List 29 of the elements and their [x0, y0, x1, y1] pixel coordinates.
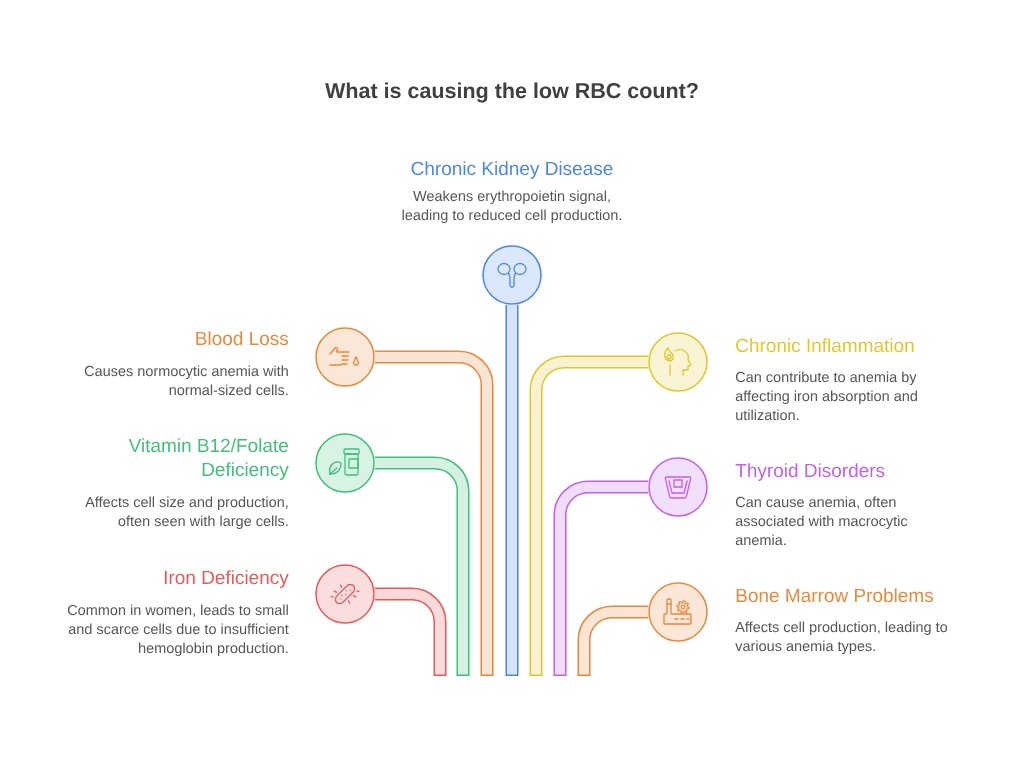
- cause-description: Weakens erythropoietin signal, leading to reduced cell production.: [402, 190, 622, 223]
- tube: [374, 456, 470, 676]
- cause-heading: Bone Marrow Problems: [736, 588, 933, 603]
- cause-heading: Chronic Kidney Disease: [411, 161, 613, 179]
- icon-circle: [648, 457, 708, 517]
- tube: [374, 350, 494, 676]
- cause-heading: Vitamin B12/Folate Deficiency: [128, 438, 289, 480]
- icon-circle: [315, 433, 375, 493]
- icon-circle: [648, 582, 708, 642]
- tube: [505, 304, 519, 676]
- cause-heading: Chronic Inflammation: [736, 338, 914, 353]
- title: What is causing the low RBC count?: [325, 82, 698, 103]
- icon-circle: [315, 327, 375, 387]
- cause-heading: Thyroid Disorders: [735, 463, 885, 481]
- cause-description: Affects cell size and production, often seen with large cells.: [85, 496, 288, 529]
- cause-description: Causes normocytic anemia with normal-sized cells.: [84, 365, 288, 396]
- tube: [529, 355, 649, 676]
- icon-circle: [648, 332, 708, 392]
- cause-description: Affects cell production, leading to various anemia types.: [735, 621, 948, 654]
- icon-circle: [482, 245, 542, 305]
- cause-heading: Blood Loss: [196, 331, 289, 346]
- cause-description: Common in women, leads to small and scarce cells due to insufficient hemoglobin production.: [67, 604, 289, 656]
- tube: [374, 587, 447, 676]
- icon-circle: [315, 564, 375, 624]
- cause-description: Can cause anemia, often associated with macrocytic anemia.: [735, 496, 908, 546]
- cause-heading: Iron Deficiency: [164, 570, 289, 588]
- tube: [577, 605, 649, 676]
- tube: [553, 480, 649, 676]
- cause-description: Can contribute to anemia by affecting iron absorption and utilization.: [735, 371, 917, 421]
